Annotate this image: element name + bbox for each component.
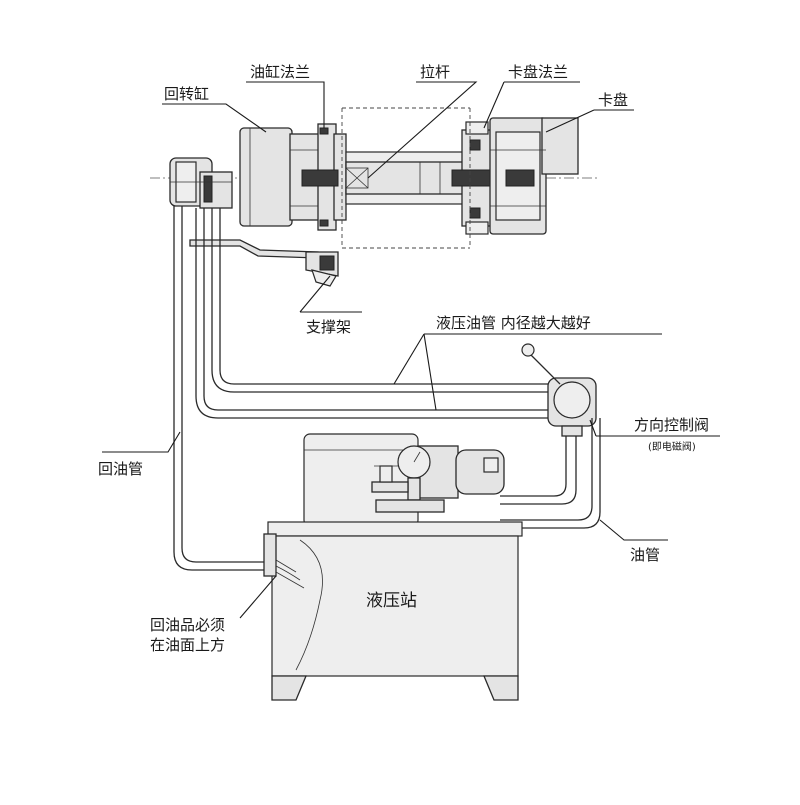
hydraulic-station-tank bbox=[263, 521, 523, 701]
leader-lines bbox=[102, 81, 720, 619]
direction-control-valve bbox=[500, 343, 601, 529]
label-return-pipe: 回油管 bbox=[98, 460, 143, 478]
label-support-bracket: 支撑架 bbox=[306, 318, 351, 336]
label-cylinder-flange: 油缸法兰 bbox=[250, 63, 310, 81]
label-chuck: 卡盘 bbox=[598, 91, 628, 109]
support-bracket bbox=[189, 239, 339, 287]
draw-bar bbox=[301, 151, 467, 205]
label-hydraulic-station: 液压站 bbox=[366, 591, 417, 611]
pump-motor-unit bbox=[303, 433, 505, 527]
chuck-flange bbox=[451, 108, 493, 248]
label-rotary-cylinder: 回转缸 bbox=[164, 85, 209, 103]
label-direction-valve-note: (即电磁阀) bbox=[648, 440, 696, 453]
label-oil-pipe: 油管 bbox=[630, 546, 660, 564]
label-chuck-flange: 卡盘法兰 bbox=[508, 63, 568, 81]
chuck bbox=[489, 117, 579, 235]
label-return-note-line1: 回油品必须 bbox=[150, 616, 225, 634]
label-hydraulic-hose: 液压油管 内径越大越好 bbox=[436, 314, 591, 332]
label-direction-valve: 方向控制阀 bbox=[634, 416, 709, 434]
rotary-cylinder bbox=[239, 127, 321, 227]
label-return-note-line2: 在油面上方 bbox=[150, 636, 225, 654]
rotary-cylinder-rear bbox=[169, 157, 233, 209]
hydraulic-hoses bbox=[173, 206, 548, 571]
label-draw-bar: 拉杆 bbox=[420, 63, 450, 81]
